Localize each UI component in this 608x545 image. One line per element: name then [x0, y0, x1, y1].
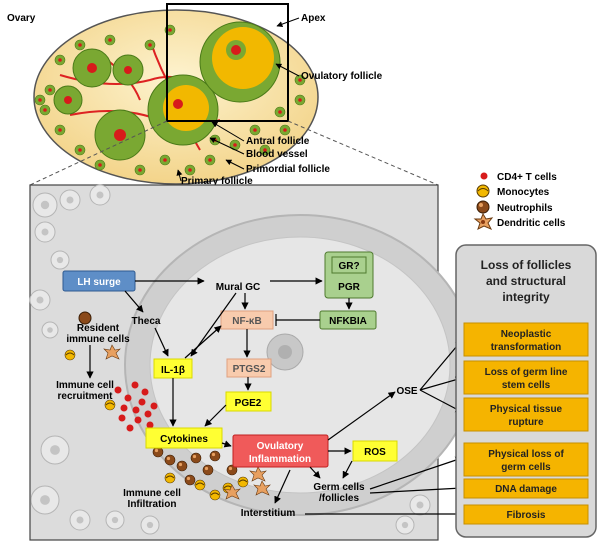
infiltration-line1: Immune cell	[123, 488, 181, 499]
outcome-rupture-l1: Physical tissue	[490, 404, 563, 415]
germ-cells-line1: Germ cells	[313, 482, 365, 493]
ose-label: OSE	[396, 386, 417, 397]
cytokines-box	[145, 427, 223, 449]
infiltration-line2: Infiltration	[128, 499, 177, 510]
ptgs2-box	[226, 358, 272, 378]
red-dot-icon	[480, 172, 488, 180]
ros-label: ROS	[364, 447, 386, 458]
monocyte-icon	[476, 184, 490, 198]
apex-label: Apex	[301, 13, 326, 24]
nfkb-label: NF-κB	[232, 316, 261, 327]
ovulatory-follicle-label: Ovulatory follicle	[301, 71, 383, 82]
gr-box	[331, 256, 367, 274]
cytokines-label: Cytokines	[160, 434, 208, 445]
recruitment-line2: recruitment	[57, 391, 113, 402]
outcome-neoplastic-l1: Neoplastic	[501, 329, 552, 340]
outcomes-title-3: integrity	[502, 290, 550, 304]
nfkbia-label: NFKBIA	[329, 316, 367, 327]
outcome-rupture-l2: rupture	[509, 417, 544, 428]
ovary-title: Ovary	[7, 13, 36, 24]
legend-cd4: CD4+ T cells	[497, 172, 557, 183]
blood-vessel-label: Blood vessel	[246, 149, 308, 160]
outcome-rupture	[463, 397, 589, 432]
primordial-follicle-label: Primordial follicle	[246, 164, 330, 175]
outcome-fibrosis-l1: Fibrosis	[507, 510, 546, 521]
interstitium-label: Interstitium	[241, 508, 296, 519]
ros-box	[352, 440, 398, 462]
primary-follicle-label: Primary follicle	[181, 176, 253, 187]
mural-gc-label: Mural GC	[216, 282, 260, 293]
germ-cells-line2: /follicles	[319, 493, 359, 504]
resident-line2: immune cells	[66, 334, 130, 345]
legend-monocytes: Monocytes	[497, 187, 550, 198]
zoom-box	[166, 3, 289, 122]
antral-follicle-label: Antral follicle	[246, 136, 310, 147]
theca-label: Theca	[132, 316, 161, 327]
il1b-label: IL-1β	[161, 365, 185, 376]
neutrophil-icon	[476, 200, 490, 214]
outcome-germline	[463, 360, 589, 395]
recruitment-line1: Immune cell	[56, 380, 114, 391]
background-cells	[29, 184, 431, 535]
outcome-physical-loss-l2: germ cells	[501, 462, 551, 473]
dendritic-cell-icon	[473, 212, 494, 230]
pge2-label: PGE2	[235, 398, 262, 409]
gr-label: GR?	[338, 261, 359, 272]
outcome-dna-damage-l1: DNA damage	[495, 484, 557, 495]
outcomes-panel: Loss of follicles and structural integri…	[455, 244, 597, 538]
resident-line1: Resident	[77, 323, 120, 334]
ovulatory-inflammation-line1: Ovulatory	[257, 441, 304, 452]
ovary-illustration	[29, 3, 439, 186]
legend-neutrophils: Neutrophils	[497, 203, 553, 214]
pathway-arrows	[86, 277, 463, 518]
outcome-dna-damage	[463, 478, 589, 499]
pge2-box	[225, 391, 272, 412]
outcome-physical-loss	[463, 442, 589, 477]
pgr-label: PGR	[338, 282, 360, 293]
outcome-neoplastic	[463, 322, 589, 357]
small-follicles	[34, 24, 306, 176]
outcomes-title-1: Loss of follicles	[481, 258, 572, 272]
ptgs2-label: PTGS2	[233, 364, 266, 375]
legend-dendritic: Dendritic cells	[497, 218, 566, 229]
outcomes-title-2: and structural	[486, 274, 566, 288]
outcome-neoplastic-l2: transformation	[491, 342, 562, 353]
outcome-fibrosis	[463, 504, 589, 525]
outcome-physical-loss-l1: Physical loss of	[488, 449, 564, 460]
ovulatory-inflammation-line2: Inflammation	[249, 454, 311, 465]
outcome-germline-l2: stem cells	[502, 380, 551, 391]
outcome-germline-l1: Loss of germ line	[485, 367, 568, 378]
lh-surge-label: LH surge	[77, 277, 121, 288]
legend: CD4+ T cells Monocytes Neutrophils Dendr…	[473, 172, 566, 230]
